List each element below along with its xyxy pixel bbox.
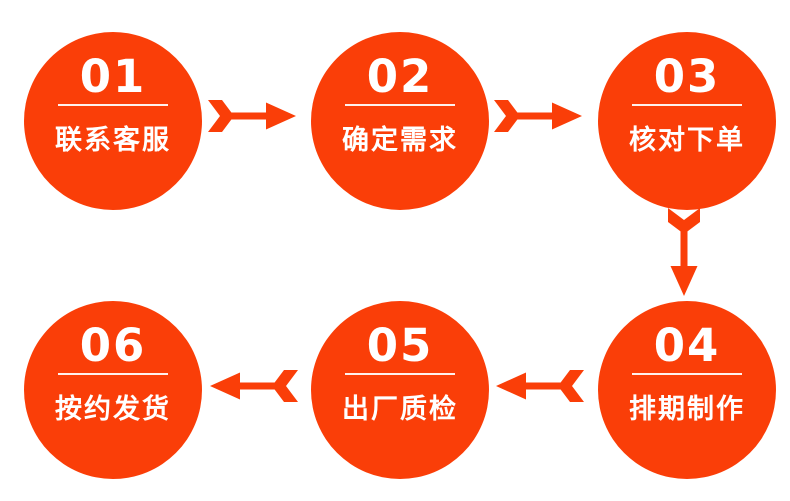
arrow-left-icon	[208, 368, 298, 404]
step-number: 06	[79, 319, 147, 372]
step-label: 出厂质检	[342, 394, 458, 425]
step-number: 02	[366, 50, 434, 103]
flow-step-6: 06 按约发货	[24, 301, 202, 479]
step-label: 按约发货	[55, 394, 171, 425]
step-number: 03	[653, 50, 721, 103]
divider	[345, 373, 455, 375]
divider	[632, 373, 742, 375]
step-label: 核对下单	[629, 125, 745, 156]
arrow-right-icon	[494, 98, 584, 134]
divider	[58, 373, 168, 375]
divider	[632, 104, 742, 106]
arrow-right-icon	[208, 98, 298, 134]
step-label: 排期制作	[629, 394, 745, 425]
flow-step-4: 04 排期制作	[598, 301, 776, 479]
arrow-down-icon	[666, 208, 702, 298]
flow-step-5: 05 出厂质检	[311, 301, 489, 479]
step-label: 确定需求	[342, 125, 458, 156]
step-number: 04	[653, 319, 721, 372]
flow-step-3: 03 核对下单	[598, 32, 776, 210]
step-number: 01	[79, 50, 147, 103]
step-number: 05	[366, 319, 434, 372]
divider	[58, 104, 168, 106]
arrow-left-icon	[494, 368, 584, 404]
flow-step-1: 01 联系客服	[24, 32, 202, 210]
flow-step-2: 02 确定需求	[311, 32, 489, 210]
divider	[345, 104, 455, 106]
step-label: 联系客服	[55, 125, 171, 156]
